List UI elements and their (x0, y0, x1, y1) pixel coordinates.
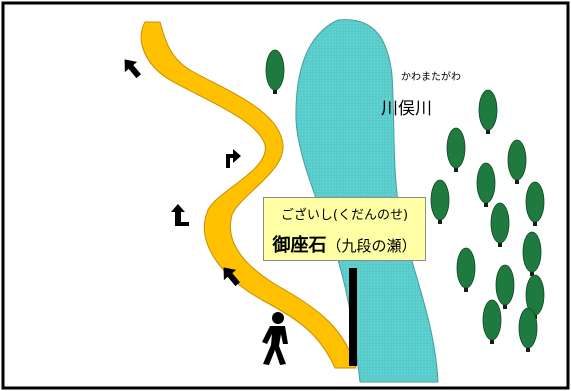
rock-name-main: 御座石 (272, 235, 327, 256)
walking-person-icon (262, 312, 288, 365)
river-name: 川俣川 (381, 99, 432, 119)
direction-arrow-icon (226, 149, 241, 168)
direction-arrow-icon (171, 204, 189, 226)
direction-arrow-icon (124, 59, 142, 79)
rock-name-sub: （九段の瀬） (326, 237, 417, 255)
rock-name-reading: ございし(くだんのせ) (280, 208, 409, 223)
river-name-reading: かわまたがわ (401, 72, 461, 83)
walking-path (140, 21, 357, 369)
direction-arrow-icon (223, 267, 241, 287)
rock-label-box: ございし(くだんのせ) 御座石（九段の瀬） (263, 197, 426, 261)
signpost-icon (349, 268, 357, 366)
rock-name: 御座石（九段の瀬） (264, 231, 425, 257)
